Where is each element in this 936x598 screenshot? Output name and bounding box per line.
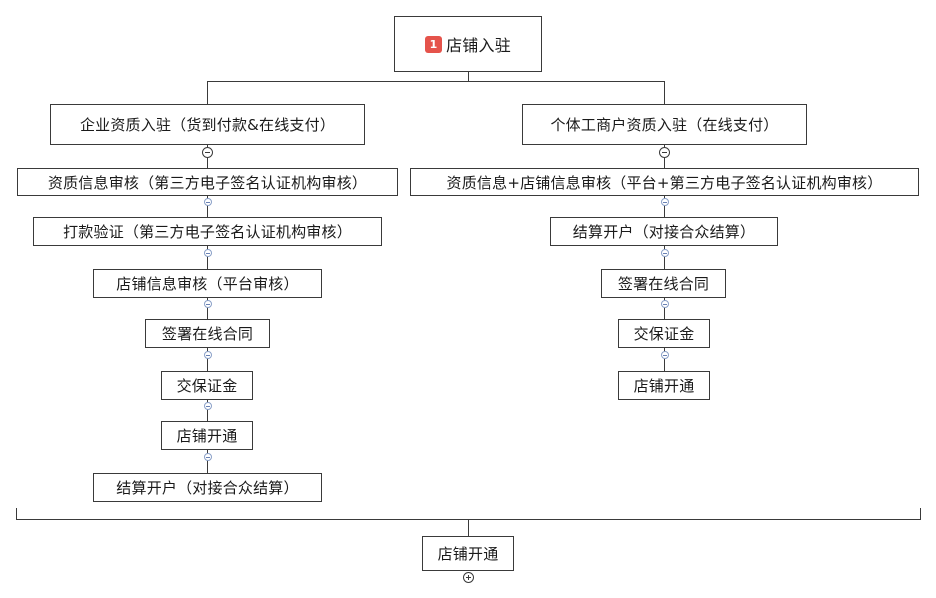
- left-step[interactable]: 交保证金: [161, 371, 253, 400]
- collapse-toggle-icon[interactable]: [204, 453, 212, 461]
- connector: [207, 297, 208, 319]
- expand-toggle-icon[interactable]: [463, 572, 474, 583]
- left-step[interactable]: 打款验证（第三方电子签名认证机构审核）: [33, 217, 382, 246]
- collapse-toggle-icon[interactable]: [202, 147, 213, 158]
- connector: [468, 71, 469, 81]
- connector: [207, 245, 208, 269]
- right-step[interactable]: 资质信息+店铺信息审核（平台+第三方电子签名认证机构审核）: [410, 168, 919, 196]
- left-step[interactable]: 资质信息审核（第三方电子签名认证机构审核）: [17, 168, 398, 196]
- priority-badge: 1: [425, 35, 443, 53]
- left-step[interactable]: 店铺开通: [161, 421, 253, 450]
- connector: [207, 347, 208, 371]
- summary-bracket: [920, 508, 921, 520]
- connector: [207, 195, 208, 217]
- collapse-toggle-icon[interactable]: [661, 249, 669, 257]
- connector: [664, 347, 665, 371]
- connector: [207, 399, 208, 421]
- connector: [207, 81, 665, 82]
- connector: [664, 297, 665, 319]
- root-node[interactable]: 1 店铺入驻: [394, 16, 542, 72]
- connector: [207, 81, 208, 104]
- left-step[interactable]: 签署在线合同: [145, 319, 270, 348]
- left-step[interactable]: 结算开户（对接合众结算）: [93, 473, 322, 502]
- left-branch-title[interactable]: 企业资质入驻（货到付款&在线支付）: [50, 104, 365, 145]
- summary-node[interactable]: 店铺开通: [422, 536, 514, 571]
- right-step[interactable]: 店铺开通: [618, 371, 710, 400]
- summary-bracket: [16, 508, 17, 520]
- collapse-toggle-icon[interactable]: [204, 300, 212, 308]
- right-branch-title[interactable]: 个体工商户资质入驻（在线支付）: [522, 104, 807, 145]
- collapse-toggle-icon[interactable]: [661, 351, 669, 359]
- left-step[interactable]: 店铺信息审核（平台审核）: [93, 269, 322, 298]
- collapse-toggle-icon[interactable]: [661, 300, 669, 308]
- right-step[interactable]: 签署在线合同: [601, 269, 726, 298]
- collapse-toggle-icon[interactable]: [204, 249, 212, 257]
- collapse-toggle-icon[interactable]: [204, 198, 212, 206]
- connector: [207, 449, 208, 473]
- collapse-toggle-icon[interactable]: [659, 147, 670, 158]
- connector: [468, 519, 469, 536]
- right-step[interactable]: 结算开户（对接合众结算）: [550, 217, 778, 246]
- collapse-toggle-icon[interactable]: [204, 402, 212, 410]
- collapse-toggle-icon[interactable]: [661, 198, 669, 206]
- connector: [664, 195, 665, 217]
- collapse-toggle-icon[interactable]: [204, 351, 212, 359]
- connector: [664, 245, 665, 269]
- connector: [664, 81, 665, 104]
- root-label: 店铺入驻: [446, 36, 511, 55]
- right-step[interactable]: 交保证金: [618, 319, 710, 348]
